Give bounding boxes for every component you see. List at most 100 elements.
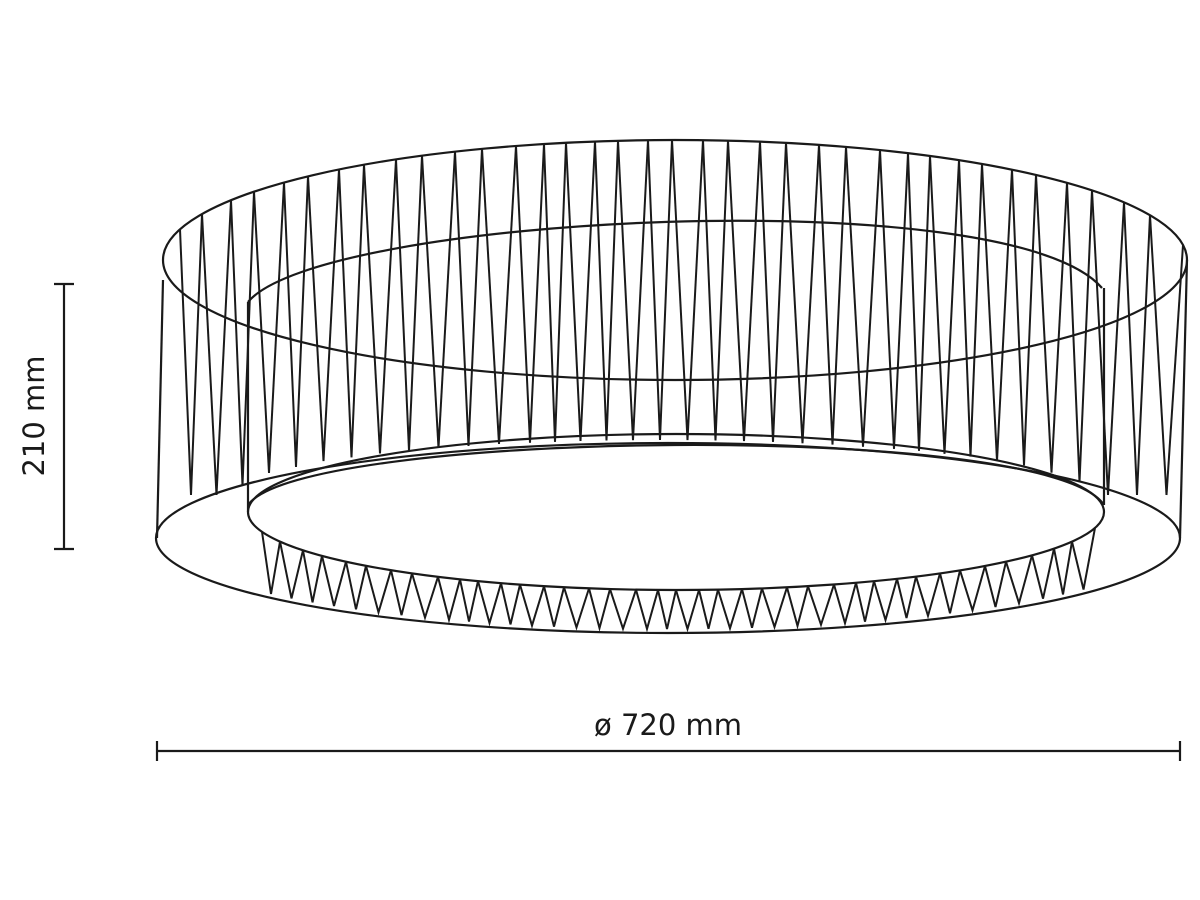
rim-wire-strand — [321, 555, 347, 607]
bottom-rim-wire-pattern — [261, 527, 1096, 633]
rim-wire-strand — [437, 576, 461, 624]
rim-wire-strand — [959, 565, 986, 614]
wire-strand — [437, 151, 456, 448]
wire-strand — [918, 155, 931, 451]
rim-wire-strand — [1031, 548, 1055, 599]
rim-wire-strand — [873, 578, 898, 624]
wire-strand — [605, 140, 619, 441]
rim-wire-strand — [261, 531, 281, 595]
diameter-dimension: ø 720 mm — [155, 708, 1182, 761]
rim-wire-strand — [365, 565, 392, 617]
wire-strand — [579, 141, 596, 442]
rim-wire-strand — [657, 589, 677, 630]
rim-wire-strand — [563, 586, 590, 631]
wire-strand — [395, 159, 410, 451]
rim-wire-strand — [543, 585, 565, 627]
wire-strand — [543, 143, 556, 442]
wire-strand — [714, 140, 729, 441]
wire-strand — [659, 139, 673, 441]
rim-wire-strand — [609, 588, 637, 632]
wire-strand — [1091, 190, 1109, 496]
wire-strand — [241, 191, 255, 486]
wire-strand — [322, 169, 340, 462]
wire-strand — [379, 159, 397, 454]
wire-strand — [686, 140, 704, 441]
lamp-shade — [154, 138, 1189, 635]
wire-strand — [743, 141, 761, 442]
wire-strand — [283, 182, 297, 467]
rim-wire-strand — [807, 584, 835, 628]
rim-wire-strand — [345, 561, 367, 610]
wire-strand — [515, 145, 531, 443]
rim-wire-strand — [939, 570, 961, 614]
rim-wire-strand — [411, 573, 439, 622]
rim-wire-strand — [477, 580, 502, 627]
wire-strand — [1165, 244, 1184, 496]
outer-right-wall — [1178, 259, 1189, 539]
rim-wire-strand — [302, 550, 323, 603]
wire-strand — [907, 153, 920, 451]
wire-strand — [943, 160, 960, 454]
rim-wire-strand — [741, 588, 763, 628]
rim-wire-strand — [915, 573, 941, 620]
rim-wire-strand — [500, 582, 521, 625]
rim-wire-strand — [675, 589, 700, 633]
rim-wire-strand — [855, 580, 875, 622]
wire-strand — [958, 160, 972, 457]
wire-strand — [702, 140, 717, 441]
rim-wire-strand — [390, 569, 413, 616]
wire-strand — [338, 169, 353, 458]
wire-strand — [201, 214, 218, 496]
wire-strand — [862, 149, 881, 447]
wire-strand — [454, 151, 470, 447]
wire-strand — [981, 163, 998, 461]
wire-strand — [408, 155, 423, 451]
wire-strand — [617, 140, 634, 441]
rim-wire-strand — [279, 541, 304, 599]
wire-strand — [879, 149, 895, 449]
wire-strand — [1149, 215, 1168, 496]
height-dimension-label: 210 mm — [17, 355, 51, 476]
wire-strand — [671, 139, 689, 441]
wire-strand — [1107, 202, 1125, 496]
wire-strand — [647, 140, 661, 441]
rim-wire-strand — [786, 585, 809, 630]
wire-strand — [467, 148, 483, 447]
wire-strand — [554, 142, 567, 442]
wire-strand — [845, 146, 864, 447]
wire-strand — [253, 191, 270, 473]
wire-strand — [179, 229, 192, 496]
wire-strand — [268, 182, 285, 473]
wire-strand — [565, 142, 582, 442]
rim-wire-strand — [1005, 555, 1033, 607]
wire-strand — [295, 176, 309, 467]
inner-diffuser — [246, 432, 1106, 592]
rim-wire-strand — [519, 584, 545, 630]
inner-top-rim — [247, 219, 1103, 303]
wire-strand — [632, 140, 649, 441]
wire-strand — [421, 155, 440, 448]
wire-strand — [1123, 202, 1138, 496]
rim-wire-strand — [984, 561, 1007, 608]
wire-strand — [1078, 190, 1093, 483]
diameter-dimension-label: ø 720 mm — [594, 708, 742, 742]
rim-wire-strand — [635, 589, 659, 633]
wire-strand — [929, 155, 946, 454]
rim-wire-strand — [459, 579, 479, 622]
wire-strand — [529, 143, 545, 443]
rim-wire-strand — [717, 588, 743, 632]
wire-strand — [759, 141, 774, 442]
wire-strand — [230, 200, 244, 486]
wire-strand — [1023, 174, 1037, 466]
wire-strand — [969, 163, 983, 457]
wire-strand — [801, 144, 820, 444]
wire-strand — [1050, 182, 1068, 473]
wire-strand — [363, 164, 381, 454]
wire-strand — [818, 144, 834, 445]
rim-wire-strand — [698, 589, 719, 629]
inner-diffuser-top-arc — [247, 443, 1105, 506]
wire-zigzag-pattern — [179, 139, 1184, 496]
rim-wire-strand — [833, 582, 857, 627]
rim-wire-strand — [761, 587, 788, 631]
